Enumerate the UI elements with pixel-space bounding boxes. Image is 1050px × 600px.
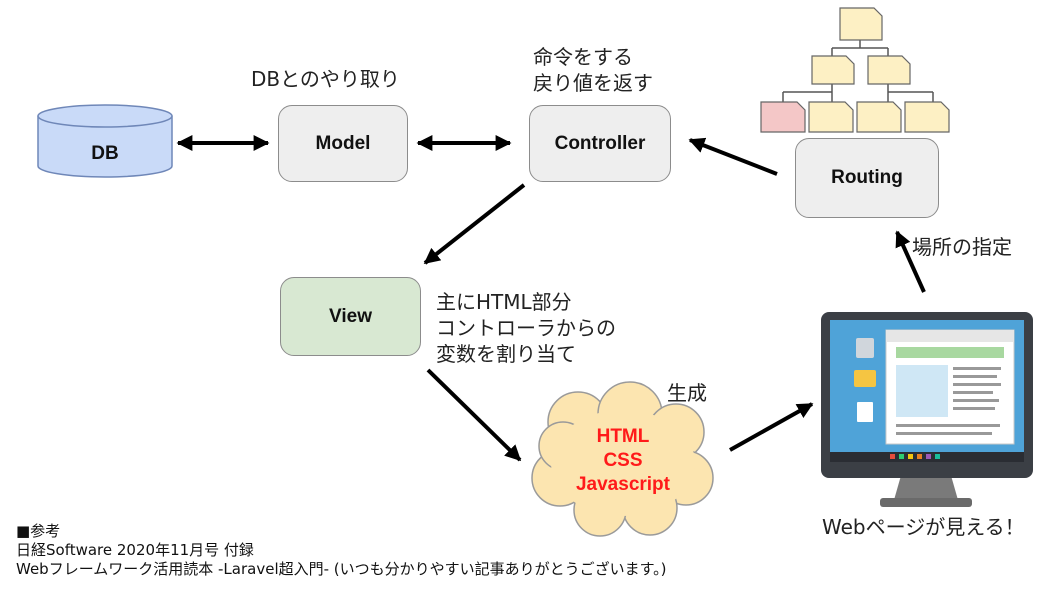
arrows — [176, 135, 926, 462]
view-note-line3: 変数を割り当て — [436, 342, 576, 366]
controller-note-line1: 命令をする — [533, 45, 633, 69]
controller-label: Controller — [554, 132, 646, 154]
db-exchange-label: DBとのやり取り — [251, 67, 400, 91]
output-html: HTML — [596, 426, 650, 447]
arrow-routing-controller — [688, 137, 778, 176]
view-note-line2: コントローラからの — [436, 316, 616, 340]
generate-label: 生成 — [667, 381, 707, 405]
db-node: DB — [37, 104, 173, 178]
controller-note-line2: 戻り値を返す — [533, 71, 653, 95]
arrow-view-output — [426, 368, 522, 462]
routing-node: Routing — [795, 138, 939, 218]
location-label: 場所の指定 — [912, 235, 1012, 259]
arrow-controller-view — [423, 183, 526, 265]
model-label: Model — [315, 132, 371, 154]
reference-heading: ■参考 — [16, 522, 61, 540]
db-label: DB — [91, 143, 118, 164]
model-node: Model — [278, 105, 408, 182]
computer-monitor-icon — [821, 312, 1033, 507]
output-text: HTML CSS Javascript — [553, 425, 693, 497]
output-cloud — [531, 381, 714, 537]
view-note-line1: 主にHTML部分 — [436, 290, 572, 314]
reference-line2: Webフレームワーク活用読本 -Laravel超入門- (いつも分かりやすい記事… — [16, 560, 667, 578]
webpage-visible-label: Webページが見える！ — [822, 515, 1025, 539]
reference-line1: 日経Software 2020年11月号 付録 — [16, 541, 254, 559]
view-node: View — [280, 277, 421, 356]
routing-label: Routing — [831, 167, 903, 188]
controller-node: Controller — [529, 105, 671, 182]
arrow-output-browser — [729, 402, 814, 452]
output-javascript: Javascript — [575, 474, 670, 495]
view-label: View — [329, 305, 372, 327]
folder-tree-icon — [760, 7, 950, 133]
arrow-browser-routing — [895, 230, 926, 293]
output-css: CSS — [603, 450, 643, 471]
